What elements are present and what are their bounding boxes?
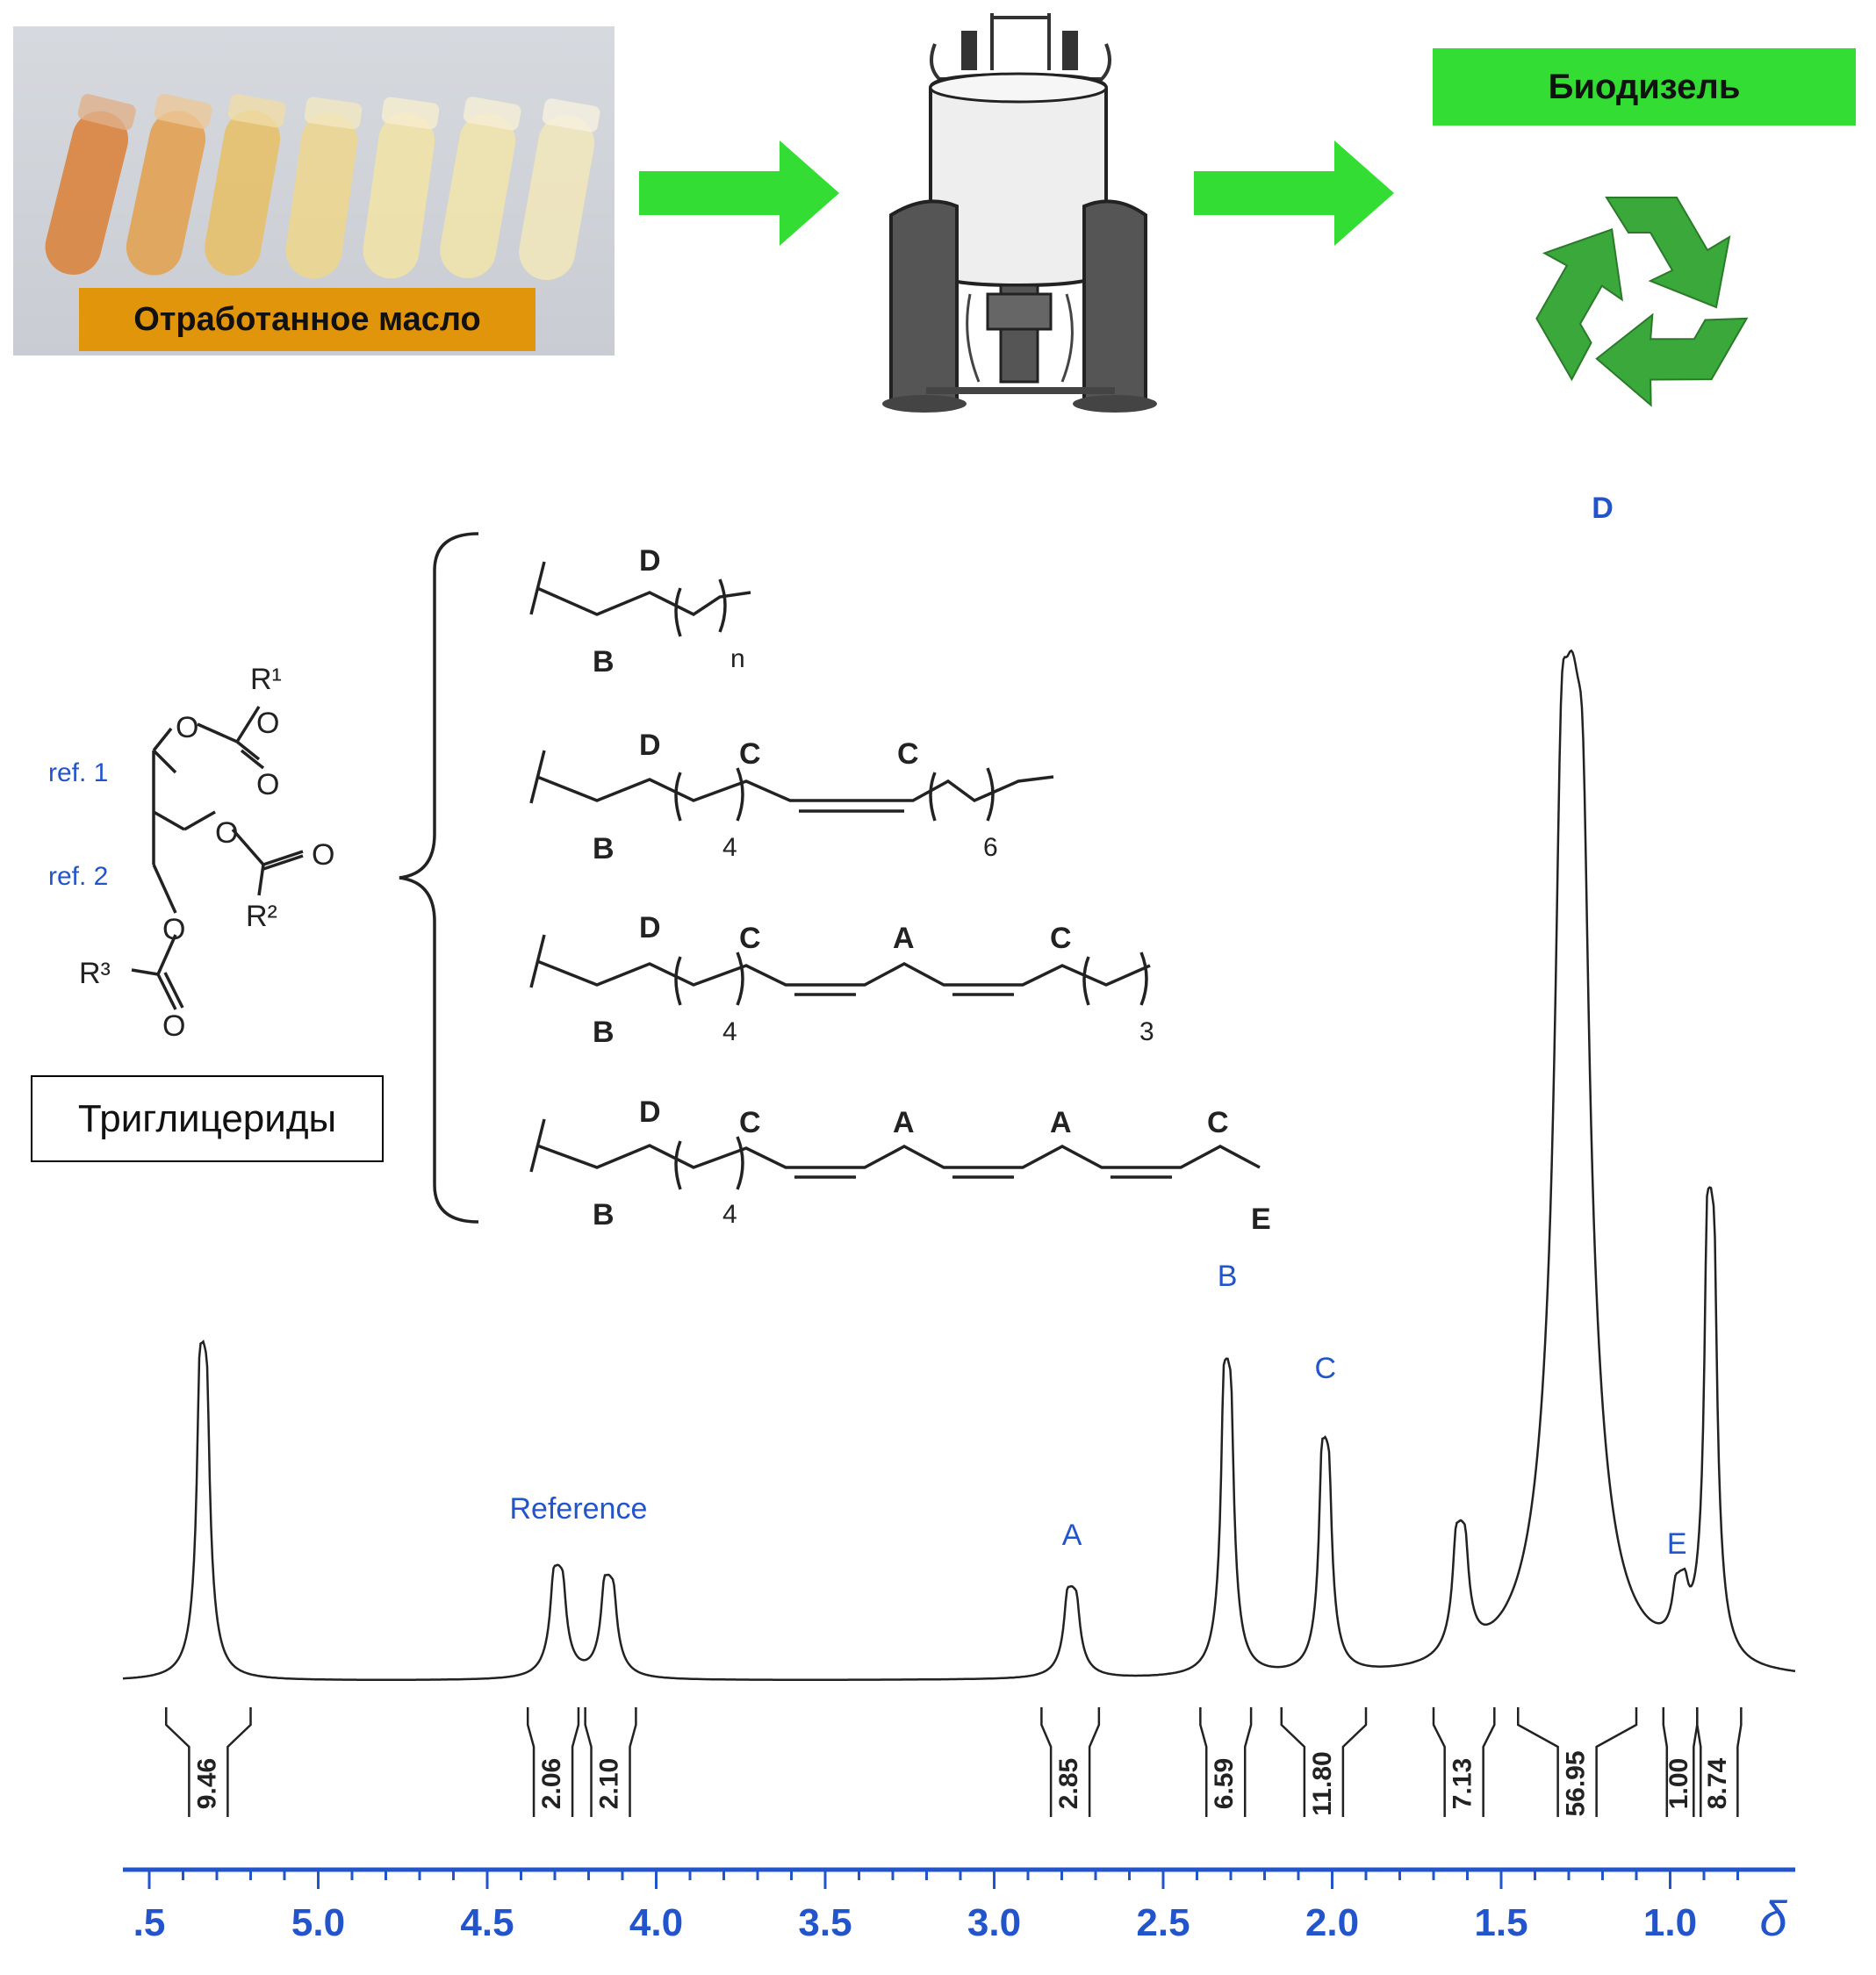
- ref2-label: ref. 2: [48, 862, 108, 891]
- x-tick-label: .5: [133, 1901, 166, 1944]
- peak-label-e: E: [1667, 1527, 1687, 1561]
- chain-3-label-a: A: [893, 922, 915, 955]
- integral-value: 8.74: [1703, 1757, 1732, 1809]
- integral-value: 2.06: [537, 1758, 566, 1809]
- oxygen-atom: O: [162, 913, 185, 946]
- chain-2-label-c: C: [897, 737, 919, 771]
- x-tick-label: 2.5: [1136, 1901, 1190, 1944]
- chain-3-label-c: C: [1050, 922, 1072, 955]
- integral-value: 6.59: [1210, 1758, 1239, 1809]
- integral-value: 56.95: [1562, 1750, 1591, 1816]
- triglycerides-label-text: Триглицериды: [77, 1096, 337, 1140]
- ref1-label: ref. 1: [48, 758, 108, 787]
- chain-3: [529, 934, 1151, 1006]
- chain-4-label-c: C: [1207, 1106, 1229, 1139]
- chain-2-label-c: C: [739, 737, 761, 771]
- r2-group: R²: [246, 900, 277, 933]
- chain-4-label-a: A: [893, 1106, 915, 1139]
- integral-value: 1.00: [1664, 1758, 1693, 1809]
- chain-4-label-d: D: [639, 1095, 661, 1129]
- chain-4-label-c: C: [739, 1106, 761, 1139]
- x-tick-label: 2.0: [1305, 1901, 1359, 1944]
- x-tick-label: 3.5: [798, 1901, 852, 1944]
- oxygen-atom: O: [312, 838, 334, 872]
- integral-bracket: 6.59: [1199, 1707, 1253, 1817]
- integral-bracket: 1.00: [1662, 1707, 1699, 1817]
- integral-bracket: 2.10: [584, 1707, 637, 1817]
- peak-label-a: A: [1062, 1519, 1082, 1552]
- peak-label-b: B: [1218, 1260, 1238, 1293]
- chain-4-label-b: B: [593, 1198, 615, 1232]
- recycle-icon: [1535, 197, 1749, 407]
- integral-value: 2.85: [1054, 1758, 1083, 1809]
- oxygen-atom: O: [215, 816, 238, 850]
- integral-bracket: 9.46: [165, 1707, 252, 1817]
- chain-1-label-d: D: [639, 544, 661, 578]
- oxygen-atom: O: [176, 711, 198, 744]
- integral-bracket: 8.74: [1696, 1707, 1743, 1817]
- r1-group: R¹: [250, 663, 282, 696]
- chain-1-label-b: B: [593, 645, 615, 679]
- r3-group: R³: [79, 957, 111, 990]
- arrow-right-icon: [639, 140, 839, 246]
- oxygen-atom: O: [256, 707, 279, 740]
- biodiesel-label: Биодизель: [1433, 48, 1856, 126]
- oxygen-atom: O: [162, 1009, 185, 1043]
- waste-oil-label-text: Отработанное масло: [133, 300, 481, 338]
- x-tick-label: 1.5: [1474, 1901, 1527, 1944]
- integral-bracket: 2.85: [1040, 1707, 1101, 1817]
- chain-4: [529, 1118, 1261, 1190]
- chain-2-label-b: B: [593, 832, 615, 865]
- chain-1: [529, 561, 751, 637]
- biodiesel-label-text: Биодизель: [1548, 67, 1741, 106]
- chain-3-subscript: 3: [1139, 1017, 1154, 1046]
- chain-3-label-d: D: [639, 911, 661, 944]
- chemical-structures: O O O O O O O R¹ R² R³ ref. 1 ref. 2 B D…: [48, 532, 1271, 1236]
- integral-value: 11.80: [1308, 1751, 1337, 1815]
- arrow-right-icon: [1194, 140, 1394, 246]
- triglycerides-label: Триглицериды: [31, 1075, 384, 1162]
- chain-2-subscript: 6: [983, 833, 998, 862]
- integral-value: 9.46: [192, 1758, 221, 1809]
- peak-label-reference: Reference: [510, 1492, 648, 1526]
- x-tick-label: 4.5: [460, 1901, 514, 1944]
- nmr-spectrometer-icon: [882, 13, 1157, 413]
- sample-tubes-illustration: [45, 94, 600, 280]
- chain-3-label-b: B: [593, 1016, 615, 1049]
- integral-bracket: 7.13: [1432, 1707, 1496, 1817]
- x-tick-label: 4.0: [629, 1901, 683, 1944]
- x-tick-label: 5.0: [291, 1901, 345, 1944]
- chain-4-label-a: A: [1050, 1106, 1072, 1139]
- integral-value: 7.13: [1448, 1758, 1477, 1809]
- chain-3-label-c: C: [739, 922, 761, 955]
- brace: [399, 532, 479, 1224]
- integral-value: 2.10: [594, 1758, 623, 1809]
- oxygen-atom: O: [256, 768, 279, 801]
- x-tick-label: 3.0: [967, 1901, 1021, 1944]
- x-tick-label: 1.0: [1643, 1901, 1697, 1944]
- chain-1-subscript: n: [730, 644, 745, 673]
- chain-2-subscript: 4: [722, 833, 737, 862]
- integral-bracket: 56.95: [1517, 1707, 1638, 1817]
- spectrum-trace: [122, 649, 1796, 1681]
- chain-2-label-d: D: [639, 729, 661, 762]
- sample-tubes: [45, 94, 600, 280]
- waste-oil-label: Отработанное масло: [79, 288, 535, 351]
- integral-bracket: 11.80: [1280, 1707, 1368, 1817]
- peak-label-c: C: [1315, 1352, 1337, 1385]
- chain-2: [529, 750, 1054, 822]
- integral-bracket: 2.06: [526, 1707, 580, 1817]
- chain-3-subscript: 4: [722, 1017, 737, 1046]
- chain-4-subscript: 4: [722, 1200, 737, 1229]
- x-axis-label: δ: [1759, 1891, 1787, 1946]
- peak-label-d: D: [1592, 492, 1614, 525]
- chain-4-label-e: E: [1251, 1203, 1271, 1236]
